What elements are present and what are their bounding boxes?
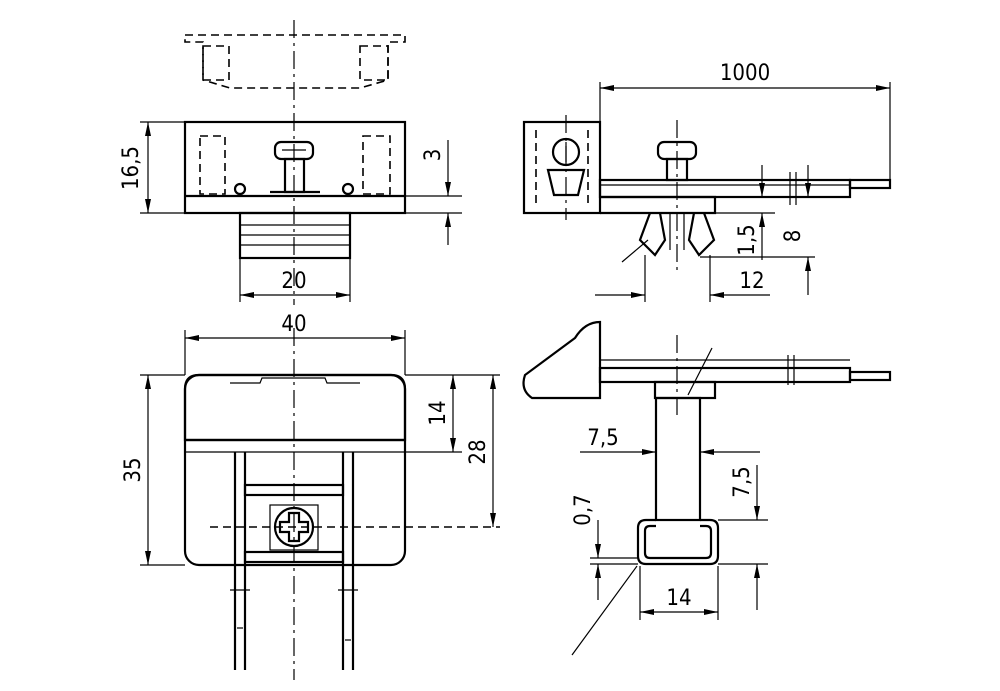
dim-total-height: 35 [121, 457, 146, 482]
dim-rail-width: 14 [666, 586, 691, 611]
dim-clip-width: 12 [739, 269, 764, 294]
phillips-screw-icon [273, 506, 315, 548]
dim-stem-width: 7,5 [587, 426, 618, 451]
dim-stem-height: 7,5 [730, 466, 755, 497]
dim-height-left: 16,5 [119, 146, 144, 190]
front-view-top: 16,5 3 20 [119, 20, 462, 305]
dim-height-right: 8 [781, 230, 806, 243]
plan-view: 40 35 14 28 [121, 312, 500, 680]
rail-section-view: 7,5 7,5 0,7 14 [522, 320, 892, 656]
dim-plate-offset: 3 [421, 149, 446, 162]
dim-plate-thickness: 1,5 [735, 224, 760, 255]
dim-total-width: 40 [281, 312, 306, 337]
dim-rail-thickness: 0,7 [571, 494, 596, 525]
dim-cable-length: 1000 [720, 61, 770, 86]
dim-screw-center: 28 [466, 439, 491, 464]
dim-base-width: 20 [281, 269, 306, 294]
side-view-top: 1000 1,5 8 12 [522, 61, 892, 302]
wire-left [230, 452, 250, 670]
dim-cover-height: 14 [426, 400, 451, 425]
c-rail [636, 518, 720, 566]
wire-right [338, 452, 358, 670]
screw-icon [270, 140, 320, 194]
